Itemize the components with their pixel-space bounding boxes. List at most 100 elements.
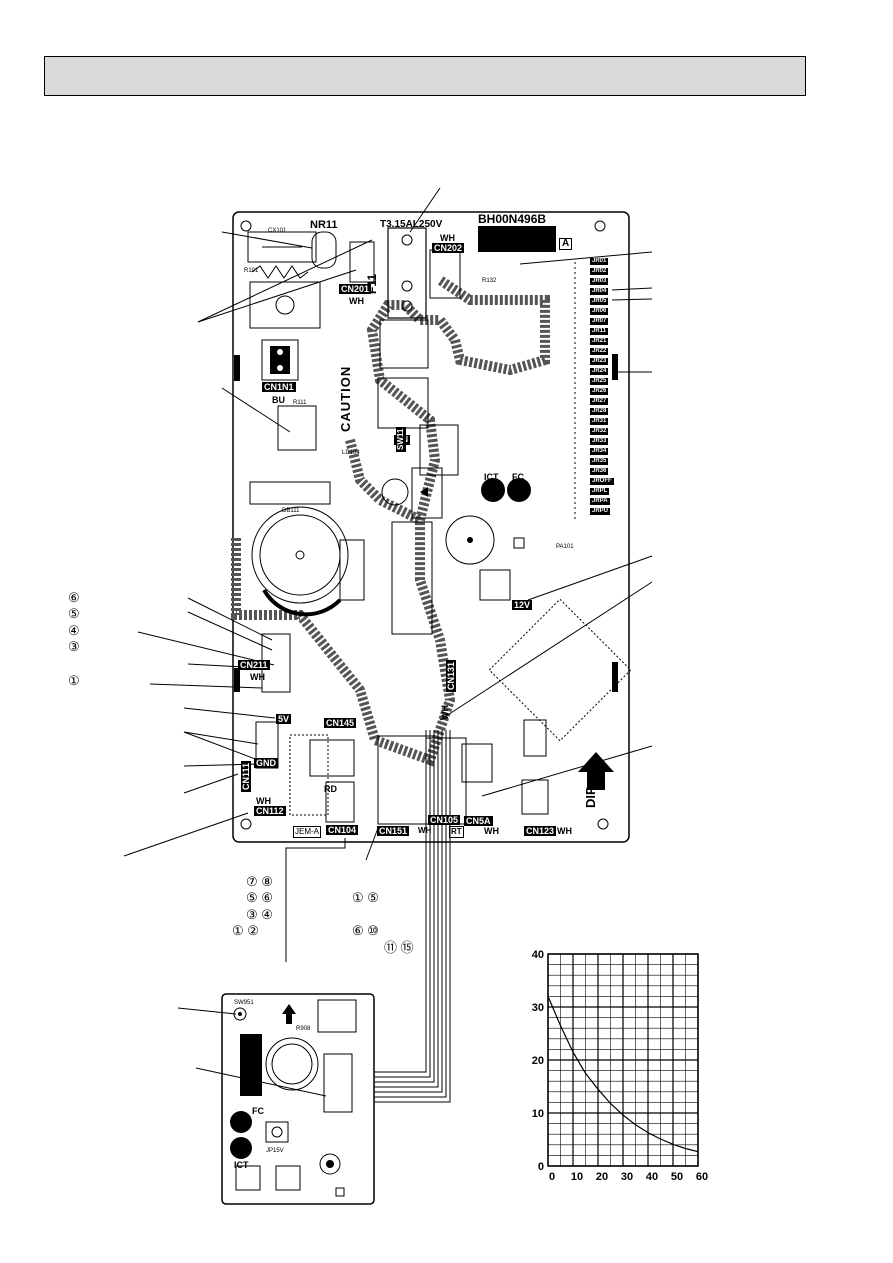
jumper-label: JR33 xyxy=(590,438,609,445)
cn201-label: CN201 xyxy=(339,284,372,294)
cn211-wh-label: WH xyxy=(250,672,265,682)
jumper-label: JR34 xyxy=(590,448,609,455)
pin-marker-11-15: ⑪ ⑮ xyxy=(384,940,414,955)
cn5a-label: CN5A xyxy=(464,816,493,826)
caution-text: CAUTION xyxy=(338,365,353,432)
chart-frame xyxy=(547,953,699,1167)
cn111-label: CN111 xyxy=(241,760,251,792)
rd-label: RD xyxy=(324,784,337,794)
dip-label: DIP xyxy=(583,786,598,808)
cn123-wh-label: WH xyxy=(557,826,572,836)
jumper-label: JR02 xyxy=(590,268,609,275)
pin-marker-3-4: ③ ④ xyxy=(246,907,273,922)
jumper-label: JRPA xyxy=(590,498,610,505)
jem-a-area xyxy=(289,734,329,816)
cn145-label: CN145 xyxy=(324,718,357,728)
pin-marker-4: ④ xyxy=(68,623,80,638)
mount-hole xyxy=(240,220,252,232)
revision-mark: A xyxy=(559,238,573,250)
relay xyxy=(379,319,429,369)
nr11-label: NR11 xyxy=(310,219,338,231)
cn111-wh-label: WH xyxy=(256,796,271,806)
fc-test-point xyxy=(507,478,531,502)
r111-block xyxy=(277,405,317,451)
jumper-label: JR25 xyxy=(590,378,609,385)
hv-boundary-line xyxy=(231,275,550,767)
leader-lines xyxy=(123,187,653,861)
pa101-label: PA101 xyxy=(556,544,574,550)
r111-label: R111 xyxy=(293,400,307,406)
x-tick-label: 20 xyxy=(596,1171,608,1183)
x-tick-label: 10 xyxy=(571,1171,583,1183)
sub-label-plate xyxy=(240,1034,262,1096)
pin-marker-1-5: ① ⑤ xyxy=(352,890,379,905)
fuse-rating: T3.15AL250V xyxy=(380,219,443,230)
r101-resistor xyxy=(251,265,309,279)
jumper-label: JRPU xyxy=(590,508,611,515)
part-number: BH00N496B xyxy=(478,212,547,226)
cx101-label: CX101 xyxy=(268,228,287,234)
r101-label: R101 xyxy=(244,268,259,274)
fc-arrow-icon xyxy=(282,1004,296,1024)
cn201-wh-label: WH xyxy=(349,296,364,306)
transformer xyxy=(391,521,433,635)
sub-cn105-connector xyxy=(323,1053,353,1113)
cn123-label: CN123 xyxy=(524,826,557,836)
jumper-label: JR28 xyxy=(590,408,609,415)
jumper-label: JR21 xyxy=(590,338,609,345)
pin-marker-3: ③ xyxy=(68,639,80,654)
jumper-label: JR22 xyxy=(590,348,609,355)
v12-label: 12V xyxy=(512,600,533,610)
sub-jp-label: JP15V xyxy=(266,1148,284,1154)
leader-line xyxy=(177,1007,237,1015)
pin-marker-5-6: ⑤ ⑥ xyxy=(246,890,273,905)
leader-line xyxy=(195,1067,327,1097)
part-number-plate xyxy=(478,226,556,252)
hv-boundary-line xyxy=(345,438,423,525)
cn202-label: CN202 xyxy=(432,243,465,253)
jumper-label: JR07 xyxy=(590,318,609,325)
jumper-label: JR06 xyxy=(590,308,609,315)
fuse-holder xyxy=(387,227,427,319)
mount-hole xyxy=(240,818,252,830)
cn104-cable xyxy=(285,838,346,962)
jumper-label: JR23 xyxy=(590,358,609,365)
sub-ict-test-point xyxy=(230,1137,252,1159)
header-band xyxy=(44,56,806,96)
sub-led xyxy=(275,1165,301,1191)
y-tick-label: 10 xyxy=(532,1108,544,1120)
sw951-label: SW951 xyxy=(234,1000,254,1006)
sub-connector xyxy=(317,999,357,1033)
jumper-label: JROFF xyxy=(590,478,614,485)
sub-ict-label: ICT xyxy=(234,1160,249,1170)
jumper-label: JR32 xyxy=(590,428,609,435)
cn105-rt-label: RT xyxy=(449,826,464,838)
jem-a-label: JEM-A xyxy=(293,826,321,838)
ld104-label: LD104 xyxy=(342,450,360,456)
jumper-label: JR11 xyxy=(590,328,609,335)
y-tick-label: 40 xyxy=(532,949,544,961)
sub-ic xyxy=(265,1121,289,1143)
series-line xyxy=(547,996,699,1153)
jumper-label: JR05 xyxy=(590,298,609,305)
pin-marker-6-10: ⑥ ⑩ xyxy=(352,923,379,938)
mount-hole xyxy=(594,220,606,232)
jumper-label: JR35 xyxy=(590,458,609,465)
db111-bridge xyxy=(249,481,331,505)
cn112-label: CN112 xyxy=(254,806,286,816)
x-tick-label: 0 xyxy=(549,1171,555,1183)
x-tick-label: 50 xyxy=(671,1171,683,1183)
jumper-label: JR03 xyxy=(590,278,609,285)
jumper-label: JR36 xyxy=(590,468,609,475)
pin-marker-7-8: ⑦ ⑧ xyxy=(246,874,273,889)
sw11-block xyxy=(419,424,459,476)
cn131-label: CN131 xyxy=(446,659,456,692)
cx101-capacitor xyxy=(247,231,317,263)
pin-marker-1-2: ① ② xyxy=(232,923,259,938)
r908-label: R908 xyxy=(296,1026,311,1032)
fc-label: FC xyxy=(512,472,524,482)
cn105-cable-bundle xyxy=(354,730,451,1103)
bridge-module xyxy=(411,467,443,519)
capacitor-c101 xyxy=(381,478,409,506)
